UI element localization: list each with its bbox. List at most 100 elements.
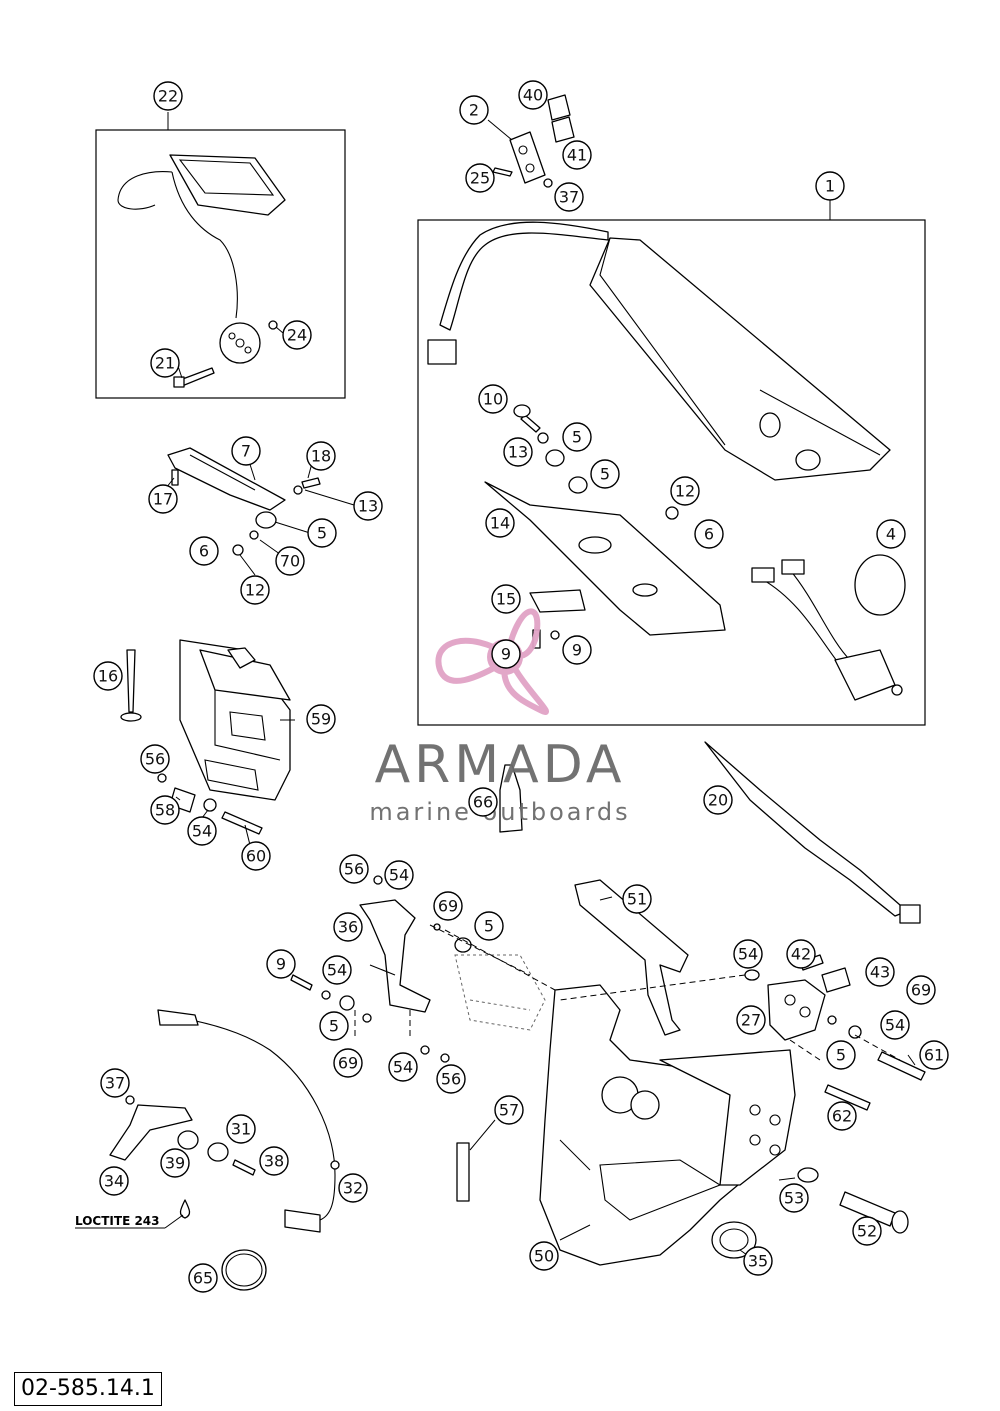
svg-text:52: 52 (857, 1222, 877, 1241)
svg-text:17: 17 (153, 490, 173, 509)
callout-9a: 9 (491, 639, 521, 669)
svg-text:42: 42 (791, 945, 811, 964)
svg-text:16: 16 (98, 667, 118, 686)
svg-text:34: 34 (104, 1172, 124, 1191)
svg-text:51: 51 (627, 890, 647, 909)
callout-16: 16 (93, 661, 123, 691)
callout-20: 20 (703, 785, 733, 815)
svg-text:54: 54 (327, 961, 347, 980)
callout-5e: 5 (319, 1011, 349, 1041)
callout-22: 22 (153, 81, 183, 111)
svg-text:6: 6 (704, 525, 714, 544)
callout-25: 25 (465, 163, 495, 193)
svg-text:65: 65 (193, 1269, 213, 1288)
watermark-tagline: marine outboards (369, 798, 630, 826)
callout-54f: 54 (388, 1052, 418, 1082)
svg-text:59: 59 (311, 710, 331, 729)
callout-36: 36 (333, 912, 363, 942)
callout-5d: 5 (474, 911, 504, 941)
callout-5a: 5 (562, 422, 592, 452)
callout-40: 40 (518, 80, 548, 110)
svg-text:56: 56 (145, 750, 165, 769)
svg-text:60: 60 (246, 847, 266, 866)
callout-70: 70 (275, 546, 305, 576)
callout-24: 24 (282, 320, 312, 350)
callout-21: 21 (150, 348, 180, 378)
callout-7: 7 (231, 436, 261, 466)
callout-38: 38 (259, 1146, 289, 1176)
callout-54a: 54 (187, 816, 217, 846)
callout-54e: 54 (880, 1010, 910, 1040)
svg-text:5: 5 (836, 1046, 846, 1065)
svg-text:6: 6 (199, 542, 209, 561)
assembly-2 (487, 94, 575, 188)
svg-text:56: 56 (441, 1070, 461, 1089)
callout-62: 62 (827, 1101, 857, 1131)
svg-text:54: 54 (389, 866, 409, 885)
callout-39: 39 (160, 1148, 190, 1178)
svg-text:57: 57 (499, 1101, 519, 1120)
group-22-speedometer (95, 112, 346, 399)
svg-text:20: 20 (708, 791, 728, 810)
svg-text:35: 35 (748, 1252, 768, 1271)
svg-text:56: 56 (344, 860, 364, 879)
svg-text:70: 70 (280, 552, 300, 571)
callout-54c: 54 (322, 955, 352, 985)
callout-51: 51 (622, 884, 652, 914)
svg-text:69: 69 (438, 897, 458, 916)
svg-text:54: 54 (192, 822, 212, 841)
callout-56c: 56 (436, 1064, 466, 1094)
svg-text:5: 5 (329, 1017, 339, 1036)
callout-1: 1 (815, 171, 845, 201)
callout-37b: 37 (100, 1068, 130, 1098)
callout-69a: 69 (433, 891, 463, 921)
svg-text:12: 12 (675, 482, 695, 501)
callout-5c: 5 (307, 518, 337, 548)
callout-6b: 6 (189, 536, 219, 566)
callout-18: 18 (306, 441, 336, 471)
number-plate-bracket-7 (167, 447, 321, 576)
callout-43: 43 (865, 957, 895, 987)
callout-13b: 13 (353, 491, 383, 521)
callout-59: 59 (306, 704, 336, 734)
group-1-headlight-mask (417, 200, 926, 726)
callout-54b: 54 (384, 860, 414, 890)
callout-53: 53 (779, 1183, 809, 1213)
callout-27: 27 (736, 1005, 766, 1035)
svg-text:38: 38 (264, 1152, 284, 1171)
svg-text:54: 54 (738, 945, 758, 964)
svg-text:58: 58 (155, 801, 175, 820)
assembly-27 (559, 954, 926, 1111)
cable-20 (704, 741, 921, 924)
callout-9c: 9 (266, 949, 296, 979)
grease-tube-66 (499, 764, 523, 833)
svg-text:24: 24 (287, 326, 307, 345)
callout-42: 42 (786, 939, 816, 969)
cable-32 (75, 1009, 340, 1291)
svg-text:15: 15 (496, 590, 516, 609)
svg-text:37: 37 (559, 188, 579, 207)
svg-text:5: 5 (572, 428, 582, 447)
svg-text:7: 7 (241, 442, 251, 461)
svg-text:39: 39 (165, 1154, 185, 1173)
svg-text:12: 12 (245, 581, 265, 600)
svg-text:9: 9 (572, 641, 582, 660)
callout-56b: 56 (339, 854, 369, 884)
svg-text:36: 36 (338, 918, 358, 937)
svg-text:69: 69 (911, 981, 931, 1000)
callout-12b: 12 (240, 575, 270, 605)
callout-60: 60 (241, 841, 271, 871)
callout-10: 10 (478, 384, 508, 414)
callout-4: 4 (876, 519, 906, 549)
svg-text:9: 9 (501, 645, 511, 664)
callouts: 1 2 40 41 25 37 22 24 21 10 5 13 5 12 14… (93, 80, 949, 1293)
callout-69c: 69 (333, 1048, 363, 1078)
svg-text:21: 21 (155, 354, 175, 373)
side-plate-50 (456, 879, 909, 1266)
svg-text:31: 31 (231, 1120, 251, 1139)
svg-text:25: 25 (470, 169, 490, 188)
bracket-36 (290, 875, 556, 1063)
callout-35: 35 (743, 1246, 773, 1276)
svg-text:37: 37 (105, 1074, 125, 1093)
svg-text:40: 40 (523, 86, 543, 105)
